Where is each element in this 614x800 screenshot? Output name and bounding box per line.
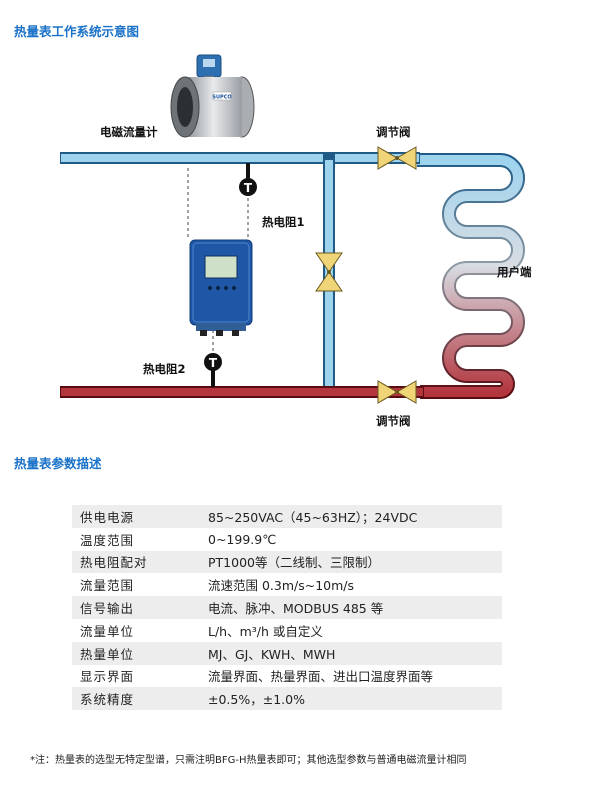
system-diagram: T T SUPCO bbox=[60, 54, 525, 404]
user-coil bbox=[417, 153, 525, 399]
spec-label: 热量单位 bbox=[72, 641, 200, 665]
rtd2-symbol: T bbox=[209, 356, 218, 370]
return-pipe bbox=[60, 386, 424, 398]
table-row: 显示界面 流量界面、热量界面、进出口温度界面等 bbox=[72, 665, 502, 688]
spec-value: 流速范围 0.3m/s~10m/s bbox=[208, 578, 355, 594]
rtd1-label: 热电阻1 bbox=[262, 215, 305, 229]
table-row: 温度范围 0~199.9℃ bbox=[72, 528, 502, 551]
spec-label: 显示界面 bbox=[80, 669, 135, 685]
valve-top-label: 调节阀 bbox=[376, 125, 411, 139]
flowmeter-label: 电磁流量计 bbox=[100, 125, 158, 139]
rtd1-symbol: T bbox=[244, 181, 253, 195]
spec-value: 85~250VAC（45~63HZ）；24VDC bbox=[200, 505, 502, 528]
spec-label: 信号输出 bbox=[72, 596, 200, 619]
heat-meter-converter bbox=[189, 239, 253, 336]
flowmeter-badge: SUPCO bbox=[212, 95, 231, 101]
spec-value: PT1000等（二线制、三限制） bbox=[200, 550, 502, 574]
valve-top[interactable] bbox=[377, 146, 417, 170]
spec-value: L/h、m³/h 或自定义 bbox=[208, 623, 323, 639]
specs-title: 热量表参数描述 bbox=[14, 456, 102, 471]
valve-bypass[interactable] bbox=[315, 252, 343, 292]
spec-value: 0~199.9℃ bbox=[208, 531, 277, 547]
supply-pipe bbox=[60, 152, 420, 164]
spec-value: 电流、脉冲、MODBUS 485 等 bbox=[200, 596, 502, 619]
flowmeter-image: SUPCO bbox=[170, 54, 255, 138]
spec-label: 流量单位 bbox=[80, 623, 135, 639]
spec-value: 流量界面、热量界面、进出口温度界面等 bbox=[208, 669, 434, 685]
rtd1-sensor: T bbox=[239, 163, 257, 196]
valve-bottom[interactable] bbox=[377, 380, 417, 404]
footnote: *注：热量表的选型无特定型谱，只需注明BFG-H热量表即可；其他选型参数与普通电… bbox=[30, 755, 467, 766]
table-row: 系统精度±0.5%，±1.0% bbox=[72, 687, 502, 711]
spec-value: MJ、GJ、KWH、MWH bbox=[200, 641, 502, 665]
spec-label: 温度范围 bbox=[80, 532, 135, 548]
valve-bottom-label: 调节阀 bbox=[376, 414, 411, 428]
signal-lines bbox=[187, 168, 249, 352]
user-end-label: 用户端 bbox=[497, 265, 532, 279]
diagram-title: 热量表工作系统示意图 bbox=[14, 24, 140, 39]
table-row: 流量范围 流速范围 0.3m/s~10m/s bbox=[72, 573, 502, 596]
spec-label: 流量范围 bbox=[80, 578, 135, 594]
spec-label: 系统精度 bbox=[72, 687, 200, 711]
spec-label: 热电阻配对 bbox=[72, 550, 200, 574]
rtd2-sensor: T bbox=[204, 353, 222, 387]
rtd2-label: 热电阻2 bbox=[143, 362, 186, 376]
table-row: 流量单位 L/h、m³/h 或自定义 bbox=[72, 619, 502, 642]
spec-value: ±0.5%，±1.0% bbox=[200, 687, 502, 711]
spec-label: 供电电源 bbox=[72, 505, 200, 528]
table-row: 信号输出电流、脉冲、MODBUS 485 等 bbox=[72, 596, 502, 619]
